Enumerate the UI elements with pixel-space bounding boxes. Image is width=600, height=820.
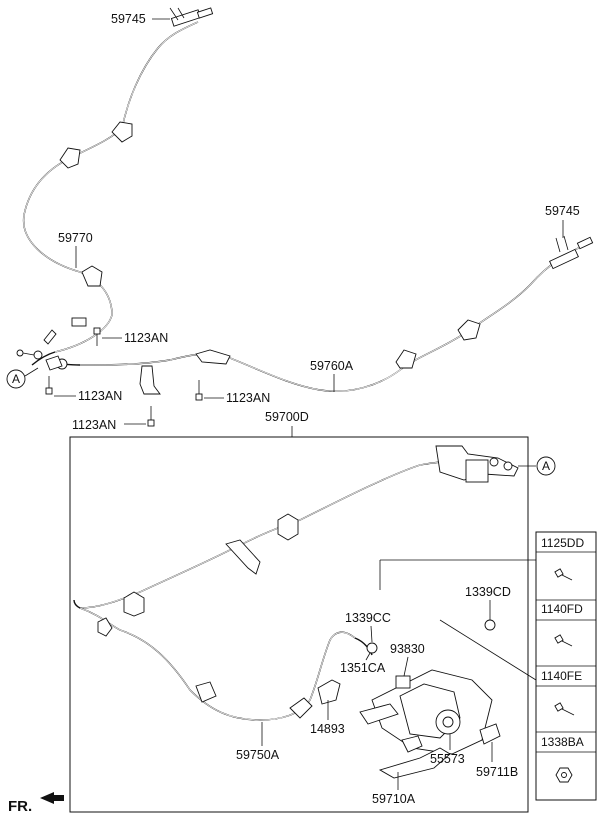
label-55573: 55573 bbox=[430, 752, 465, 766]
label-1123an-c: 1123AN bbox=[226, 391, 270, 405]
assembly-59700d-box bbox=[69, 436, 529, 813]
pedal-assembly-59710a bbox=[359, 619, 501, 779]
label-59700d: 59700D bbox=[265, 410, 309, 424]
bolt-icon bbox=[554, 702, 575, 716]
label-59745-right: 59745 bbox=[545, 204, 580, 218]
nut-icon bbox=[555, 767, 573, 783]
left-rear-cable bbox=[16, 7, 214, 366]
label-1339cc: 1339CC bbox=[345, 611, 391, 625]
label-59770: 59770 bbox=[58, 231, 93, 245]
right-rear-cable bbox=[45, 235, 594, 395]
label-1339cd: 1339CD bbox=[465, 585, 511, 599]
callout-a-right: A bbox=[518, 456, 556, 476]
callout-a-left-text: A bbox=[12, 372, 20, 386]
label-14893: 14893 bbox=[310, 722, 345, 736]
bolt-1123an-b bbox=[45, 376, 53, 395]
fastener-legend: 1125DD 1140FD 1140FE 1338BA bbox=[535, 531, 597, 801]
bolt-1123an-d bbox=[147, 406, 155, 427]
bracket-14893 bbox=[317, 679, 341, 705]
callout-a-left: A bbox=[6, 367, 39, 389]
legend-1125dd: 1125DD bbox=[541, 536, 584, 550]
bolt-icon bbox=[554, 568, 573, 581]
bolt-1123an-a bbox=[93, 327, 101, 346]
bolt-1123an-c bbox=[195, 380, 203, 401]
label-59760a: 59760A bbox=[310, 359, 354, 373]
label-59745-top: 59745 bbox=[111, 12, 146, 26]
label-1123an-a: 1123AN bbox=[124, 331, 168, 345]
label-59711b: 59711B bbox=[476, 765, 518, 779]
label-59750a: 59750A bbox=[236, 748, 280, 762]
fr-arrow-icon bbox=[40, 792, 64, 804]
legend-1140fd: 1140FD bbox=[541, 602, 583, 616]
label-1351ca: 1351CA bbox=[340, 661, 386, 675]
label-1123an-b: 1123AN bbox=[78, 389, 122, 403]
fr-label: FR. bbox=[8, 798, 32, 815]
fr-direction-marker: FR. bbox=[8, 792, 64, 815]
label-93830: 93830 bbox=[390, 642, 425, 656]
callout-a-right-text: A bbox=[542, 459, 550, 473]
legend-1338ba: 1338BA bbox=[541, 735, 584, 749]
label-59710a: 59710A bbox=[372, 792, 416, 806]
label-1123an-d: 1123AN bbox=[72, 418, 116, 432]
bolt-icon bbox=[554, 634, 573, 647]
front-cable-assembly bbox=[73, 445, 519, 721]
legend-1140fe: 1140FE bbox=[541, 669, 582, 683]
